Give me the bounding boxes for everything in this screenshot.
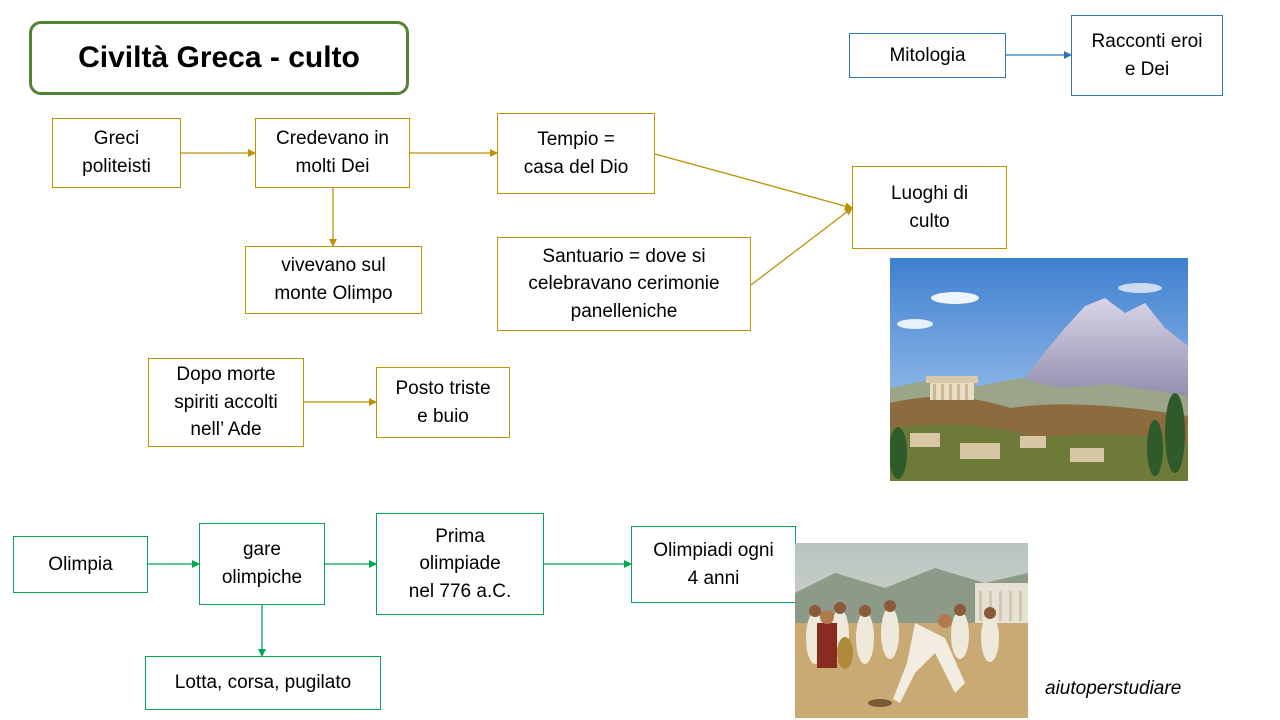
node-olimpiadi: Olimpiadi ogni 4 anni xyxy=(631,526,796,603)
node-racconti: Racconti eroi e Dei xyxy=(1071,15,1223,96)
node-gare-olimpiche: gare olimpiche xyxy=(199,523,325,605)
node-santuario: Santuario = dove si celebravano cerimoni… xyxy=(497,237,751,331)
node-olimpia: Olimpia xyxy=(13,536,148,593)
node-mitologia: Mitologia xyxy=(849,33,1006,78)
node-dopo-morte: Dopo morte spiriti accolti nell’ Ade xyxy=(148,358,304,447)
node-luoghi-culto: Luoghi di culto xyxy=(852,166,1007,249)
olympic-games-image xyxy=(795,543,1028,718)
node-vivevano: vivevano sul monte Olimpo xyxy=(245,246,422,314)
node-credevano: Credevano in molti Dei xyxy=(255,118,410,188)
greek-landscape-image xyxy=(890,258,1188,481)
page-title: Civiltà Greca - culto xyxy=(29,21,409,95)
arrow-santuario-luoghi xyxy=(750,207,853,286)
node-prima-olimpiade: Prima olimpiade nel 776 a.C. xyxy=(376,513,544,615)
arrow-tempio-luoghi xyxy=(654,153,853,211)
watermark-text: aiutoperstudiare xyxy=(1045,678,1182,699)
node-posto-triste: Posto triste e buio xyxy=(376,367,510,438)
node-tempio: Tempio = casa del Dio xyxy=(497,113,655,194)
node-greci-politeisti: Greci politeisti xyxy=(52,118,181,188)
node-lotta: Lotta, corsa, pugilato xyxy=(145,656,381,710)
